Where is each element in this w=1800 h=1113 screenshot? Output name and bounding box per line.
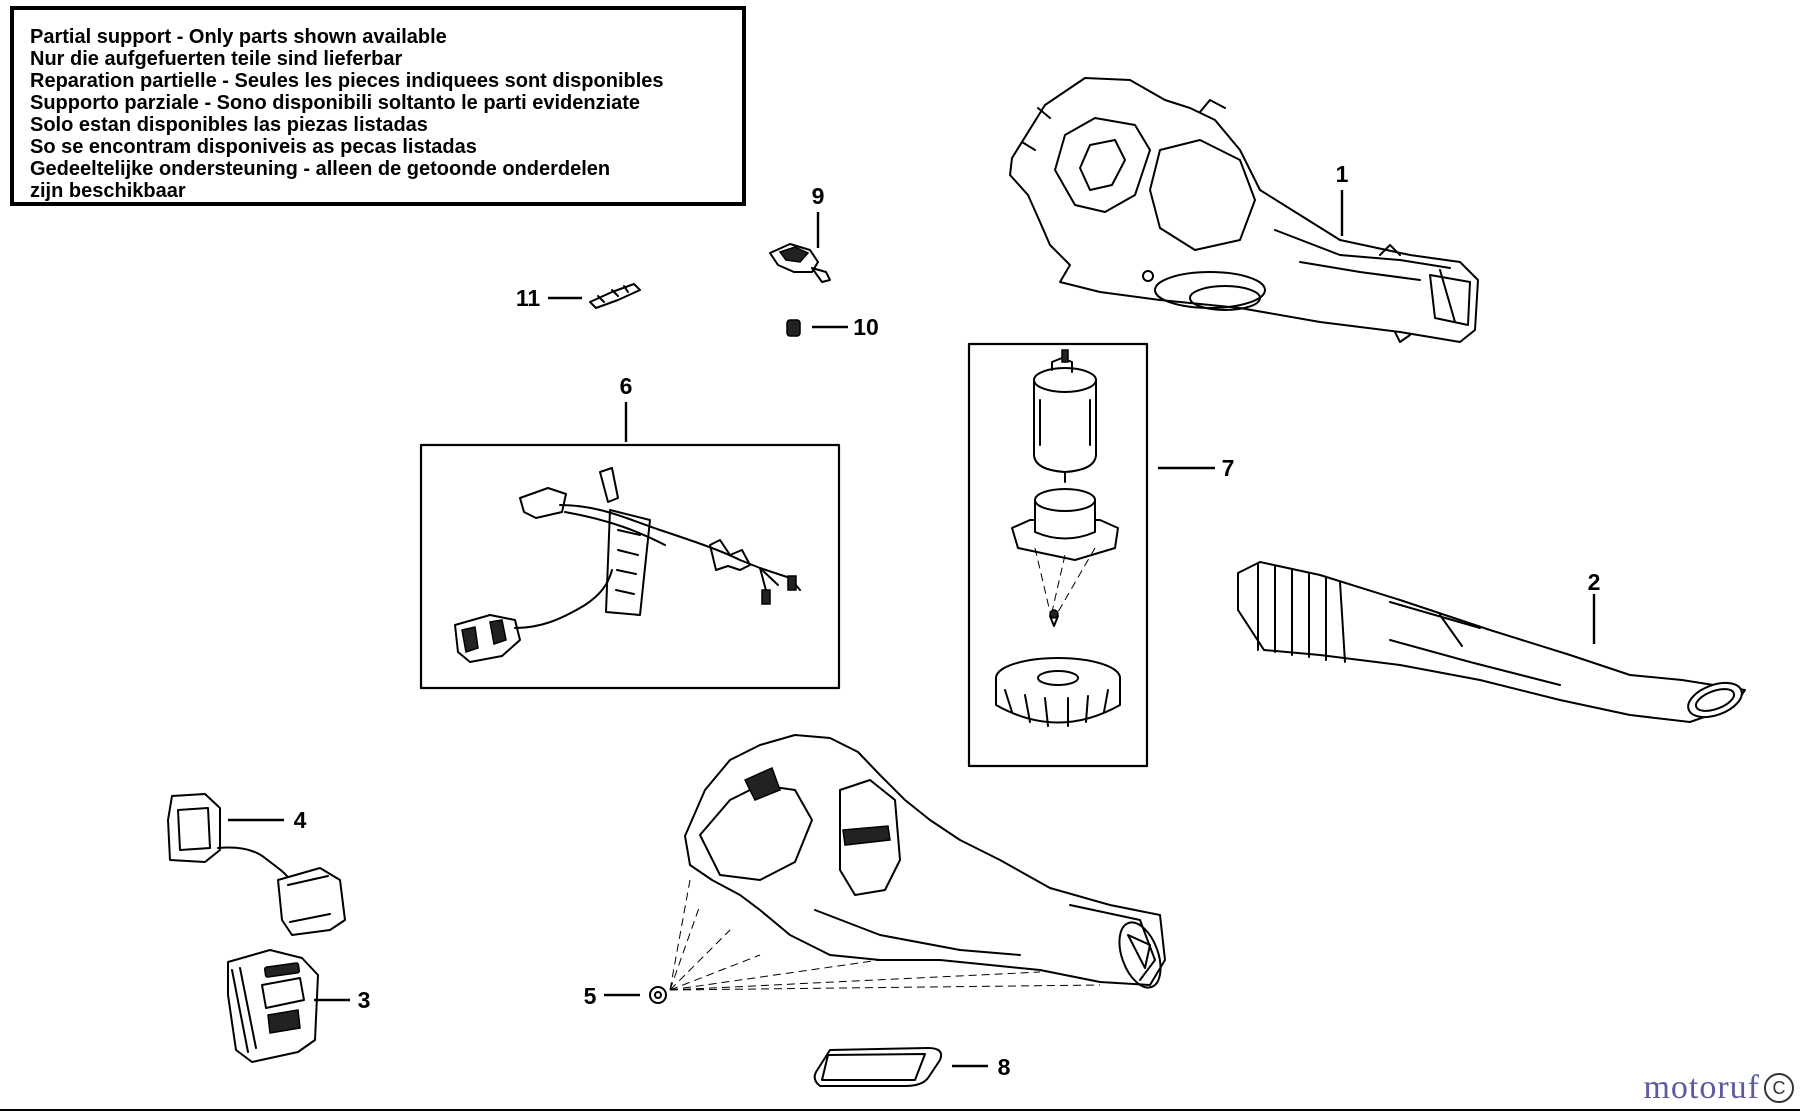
callout-9: 9 [812,183,825,209]
callout-7: 7 [1222,455,1235,481]
part-11-clip[interactable] [589,283,641,309]
callout-2: 2 [1588,569,1601,595]
callout-4: 4 [294,807,307,833]
part-6-wiring-assembly[interactable] [419,443,841,690]
notice-line: Gedeeltelijke ondersteuning - alleen de … [30,158,611,180]
callout-5: 5 [584,983,597,1009]
part-3-battery-pack[interactable] [227,949,319,1063]
notice-line: Partial support - Only parts shown avail… [30,26,447,48]
part-2-blower-tube[interactable] [1237,561,1746,724]
part-7-motor-fan-assembly[interactable] [967,342,1149,768]
notice-line: Reparation partielle - Seules les pieces… [30,70,664,92]
part-4-charger[interactable] [167,793,346,936]
watermark-symbol: C [1764,1073,1794,1103]
notice-line: Solo estan disponibles las piezas listad… [30,114,428,136]
callout-1: 1 [1336,161,1349,187]
part-9-trigger[interactable] [769,243,831,283]
lower-housing [684,734,1166,989]
part-10-nut[interactable] [786,319,801,337]
partial-support-notice: Partial support - Only parts shown avail… [10,6,746,206]
notice-line: So se encontram disponiveis as pecas lis… [30,136,477,158]
watermark-logo: motoruf [1643,1069,1760,1106]
callout-8: 8 [998,1054,1011,1080]
notice-line: zijn beschikbaar [30,180,186,202]
callout-6: 6 [620,373,633,399]
callout-11: 11 [516,285,541,311]
notice-line: Supporto parziale - Sono disponibili sol… [30,92,641,114]
callout-3: 3 [358,987,371,1013]
part-1-upper-housing[interactable] [1009,77,1479,343]
screw-dashed-leaders [669,879,1101,991]
notice-line: Nur die aufgefuerten teile sind lieferba… [30,48,403,70]
part-5-screw[interactable] [649,986,667,1004]
callout-10: 10 [853,314,879,340]
part-8-label-plate[interactable] [813,1047,943,1087]
